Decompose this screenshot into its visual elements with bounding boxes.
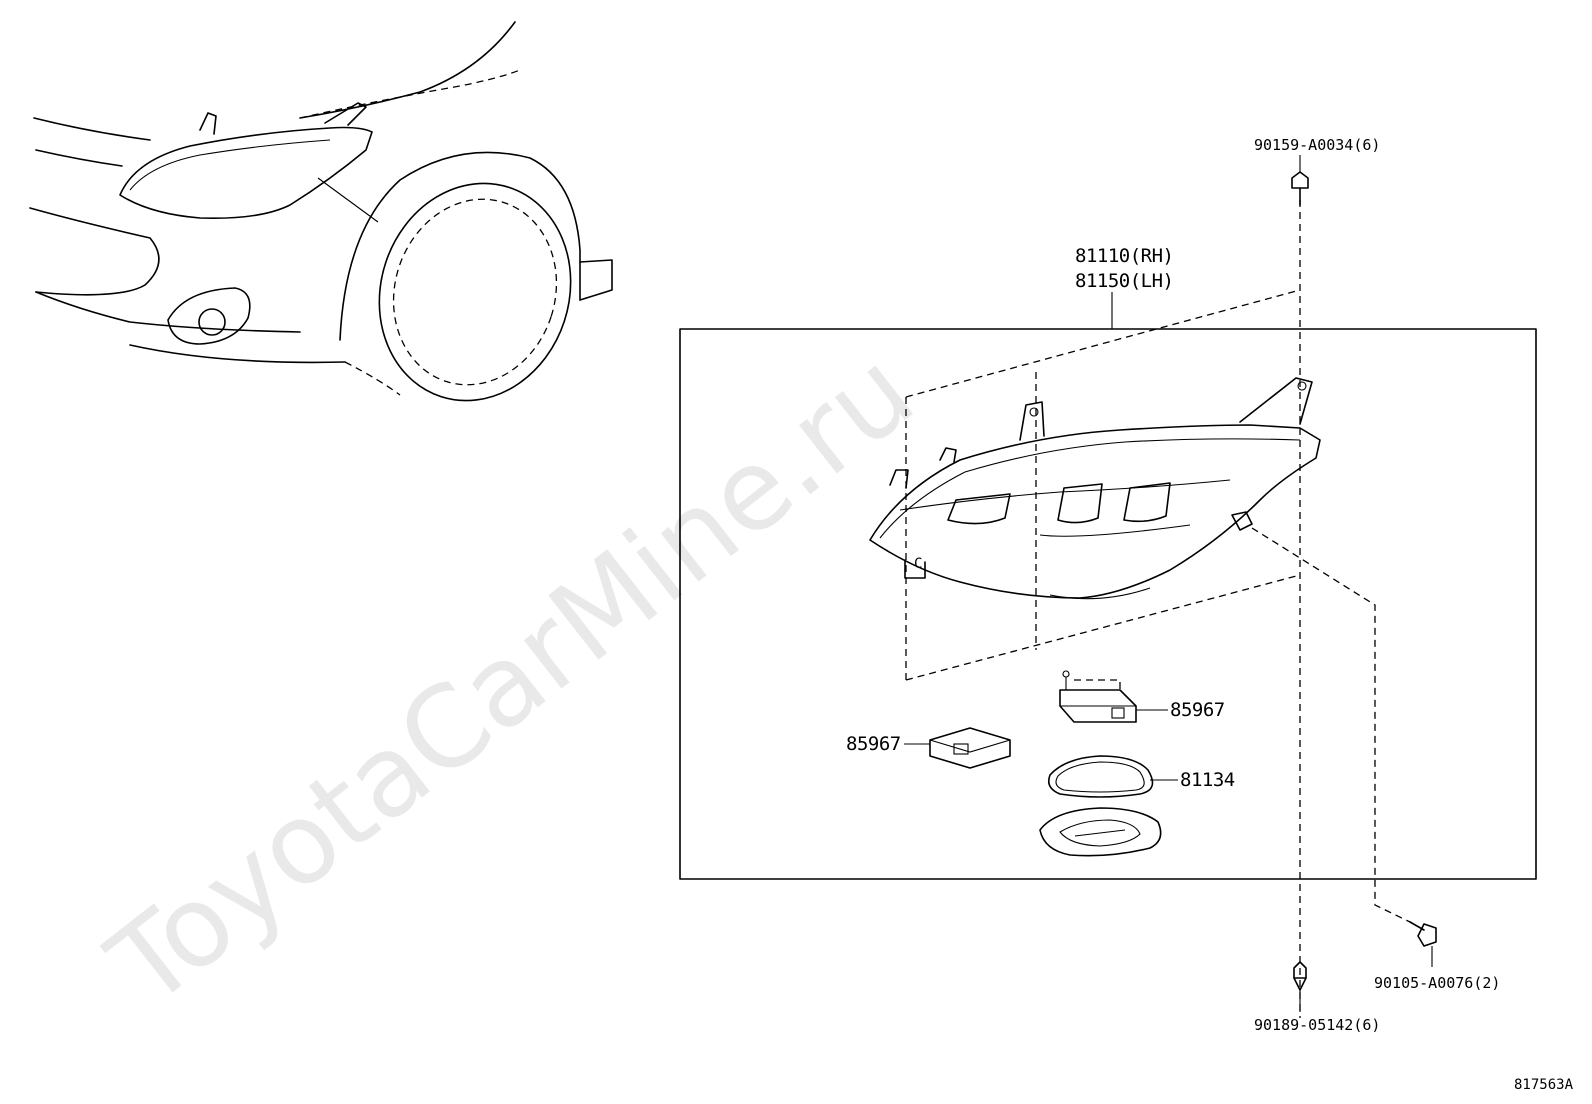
cover-seal-icon <box>1039 807 1162 857</box>
screw-top-label: 90159-A0034(6) <box>1254 136 1380 154</box>
ecu-left-label: 85967 <box>846 733 901 755</box>
assembly-label-rh: 81110(RH) <box>1075 245 1173 267</box>
bolt-right-icon <box>1409 921 1437 947</box>
nut-bottom-label: 90189-05142(6) <box>1254 1016 1380 1034</box>
ecu-right-label: 85967 <box>1170 699 1225 721</box>
connector-c-mark: C <box>914 556 922 572</box>
car-front-overview <box>29 21 613 402</box>
gasket-label: 81134 <box>1180 769 1235 791</box>
ecu-right-icon <box>1059 670 1137 723</box>
bolt-right-label: 90105-A0076(2) <box>1374 974 1500 992</box>
diagram-reference: 817563A <box>1514 1077 1574 1093</box>
headlamp-assembly: C <box>869 377 1321 600</box>
gasket-icon <box>1047 755 1154 798</box>
assembly-label-lh: 81150(LH) <box>1075 270 1173 292</box>
watermark-text: ToyotaCarMine.ru <box>86 326 938 1031</box>
assembly-box <box>679 328 1537 880</box>
screw-top-icon <box>1291 171 1309 206</box>
ecu-left-icon <box>929 727 1011 769</box>
